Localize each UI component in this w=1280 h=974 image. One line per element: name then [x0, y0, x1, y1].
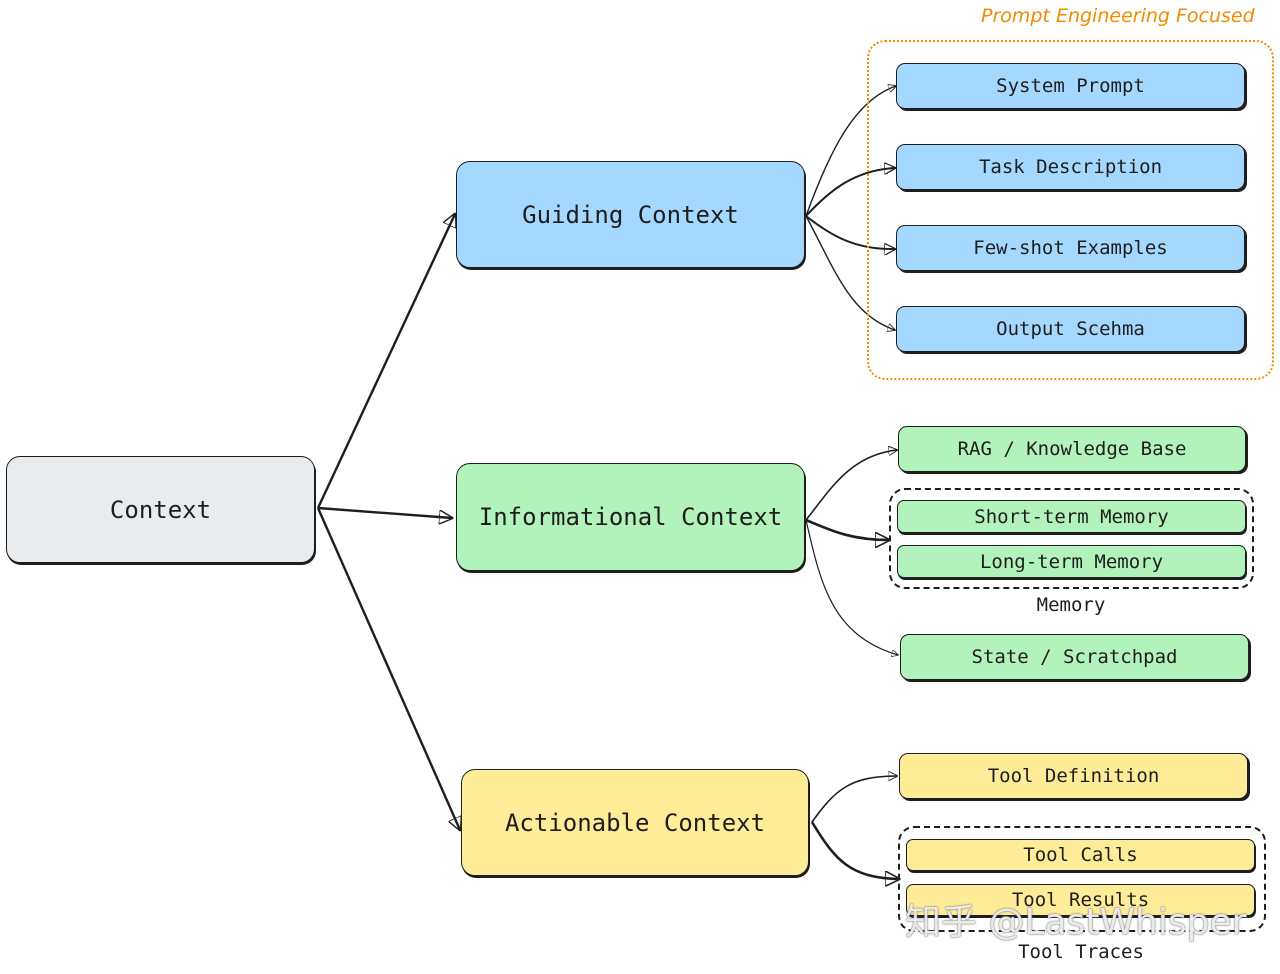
- long-term-memory-node: Long-term Memory: [897, 545, 1246, 578]
- informational-context-label: Informational Context: [478, 503, 783, 531]
- edge-guiding-few-shot: [805, 215, 895, 249]
- memory-group-label: Memory: [1036, 594, 1106, 616]
- tool-results-node: Tool Results: [906, 884, 1255, 916]
- system-prompt-node: System Prompt: [896, 63, 1245, 109]
- few-shot-examples-label: Few-shot Examples: [973, 237, 1168, 259]
- edge-context-actionable: [316, 507, 460, 830]
- context-node: Context: [6, 456, 315, 563]
- tool-traces-group-label: Tool Traces: [1018, 941, 1144, 963]
- long-term-memory-label: Long-term Memory: [979, 550, 1164, 573]
- short-term-memory-label: Short-term Memory: [974, 505, 1169, 528]
- task-description-node: Task Description: [896, 144, 1245, 190]
- tool-definition-node: Tool Definition: [899, 753, 1248, 799]
- actionable-context-node: Actionable Context: [461, 769, 809, 876]
- guiding-context-label: Guiding Context: [522, 200, 739, 229]
- tool-calls-node: Tool Calls: [906, 839, 1255, 871]
- edge-informational-memory: [805, 518, 889, 540]
- guiding-context-node: Guiding Context: [456, 161, 805, 268]
- task-description-label: Task Description: [978, 156, 1163, 178]
- edge-guiding-output-schema: [805, 215, 895, 330]
- tool-results-label: Tool Results: [1011, 889, 1150, 911]
- prompt-engineering-group: [867, 40, 1274, 380]
- edge-context-informational: [317, 506, 452, 518]
- watermark: 知乎 @LastWhisper: [905, 902, 1247, 943]
- edge-actionable-tool-traces: [810, 821, 899, 879]
- prompt-engineering-group-title: Prompt Engineering Focused: [981, 5, 1255, 27]
- tool-definition-label: Tool Definition: [987, 765, 1160, 787]
- tool-calls-label: Tool Calls: [1023, 844, 1138, 866]
- edge-context-guiding: [316, 214, 455, 509]
- edge-informational-state: [805, 519, 898, 655]
- edge-informational-rag: [805, 450, 897, 521]
- state-scratchpad-label: State / Scratchpad: [971, 646, 1178, 668]
- state-scratchpad-node: State / Scratchpad: [900, 634, 1249, 680]
- few-shot-examples-node: Few-shot Examples: [896, 225, 1245, 271]
- rag-knowledge-base-node: RAG / Knowledge Base: [898, 426, 1246, 472]
- edge-guiding-system-prompt: [805, 86, 896, 217]
- output-schema-node: Output Scehma: [896, 306, 1245, 352]
- edge-guiding-task-description: [805, 168, 895, 217]
- edge-actionable-tool-definition: [811, 776, 897, 823]
- context-label: Context: [109, 495, 212, 524]
- memory-group: [889, 488, 1254, 589]
- short-term-memory-node: Short-term Memory: [897, 500, 1246, 533]
- informational-context-node: Informational Context: [456, 463, 805, 571]
- tool-traces-group: [898, 826, 1266, 932]
- output-schema-label: Output Scehma: [996, 318, 1145, 340]
- system-prompt-label: System Prompt: [996, 75, 1145, 97]
- rag-knowledge-base-label: RAG / Knowledge Base: [957, 438, 1187, 460]
- actionable-context-label: Actionable Context: [504, 808, 766, 837]
